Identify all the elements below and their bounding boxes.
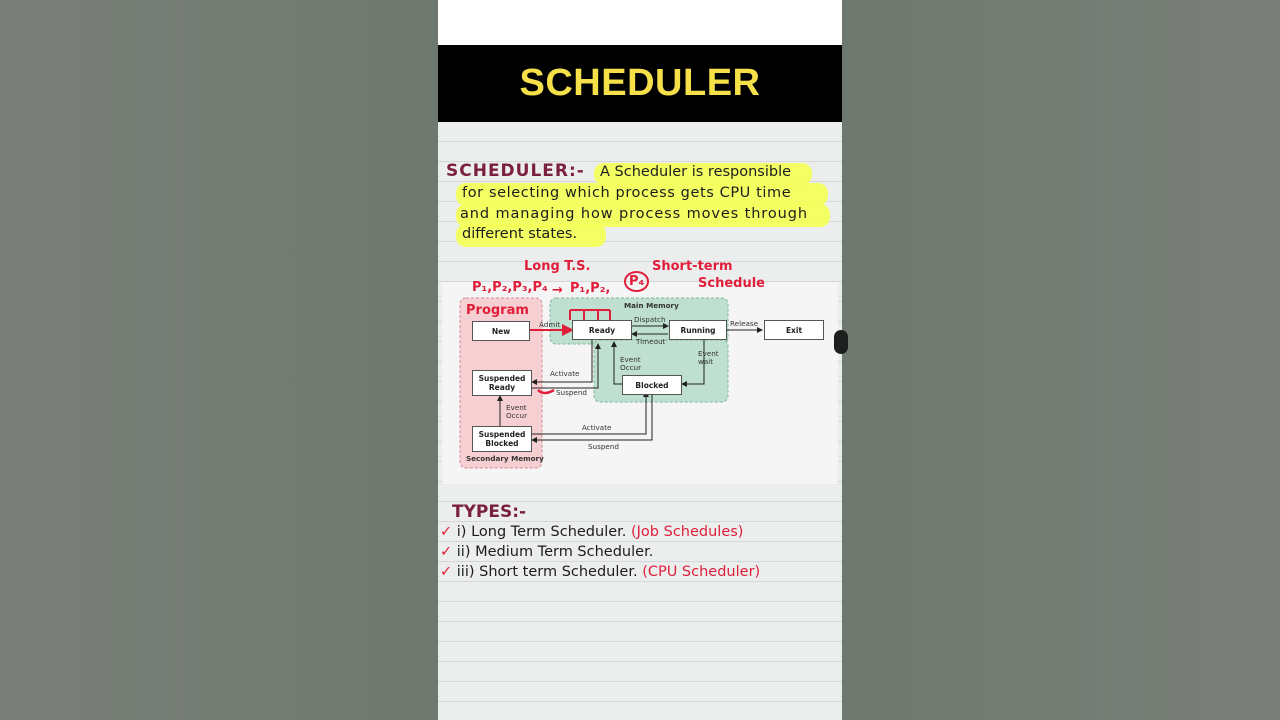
suspend-label-1: Suspend bbox=[556, 388, 587, 397]
type-item-3-text: Short term Scheduler. bbox=[479, 564, 638, 580]
annotation-program: Program bbox=[466, 303, 529, 318]
annotation-scheduler: Schedule bbox=[698, 276, 765, 291]
note-line-4: different states. bbox=[462, 226, 578, 242]
activate-label-1: Activate bbox=[550, 369, 580, 378]
banner-title: SCHEDULER bbox=[519, 62, 761, 104]
suspended-blocked-line-1: Suspended bbox=[478, 430, 526, 439]
highlight-3 bbox=[456, 204, 830, 227]
annotation-p4: P₄ bbox=[624, 271, 650, 292]
type-item-2-text: Medium Term Scheduler. bbox=[475, 544, 654, 560]
state-blocked: Blocked bbox=[622, 375, 682, 395]
highlight-1 bbox=[594, 163, 812, 185]
state-suspended-ready: Suspended Ready bbox=[472, 370, 532, 396]
event-wait-arrow bbox=[681, 338, 705, 387]
event-occur-secondary-line-1: Event bbox=[506, 403, 527, 412]
event-occur-line-2: Occur bbox=[620, 363, 642, 372]
red-queue-mark bbox=[569, 309, 611, 320]
right-background bbox=[842, 0, 1280, 720]
secondary-memory-label: Secondary Memory bbox=[466, 454, 544, 463]
note-line-3: and managing how process moves through bbox=[460, 206, 808, 222]
process-state-diagram: New Ready Running Exit Blocked Suspended… bbox=[442, 282, 838, 484]
event-wait-label: Event wait bbox=[698, 350, 719, 366]
event-occur-arrow bbox=[611, 341, 622, 385]
timeout-label: Timeout bbox=[636, 337, 666, 346]
type-item-1-note: (Job Schedules) bbox=[631, 524, 744, 540]
types-heading: TYPES:- bbox=[452, 502, 527, 522]
note-heading: SCHEDULER:- bbox=[446, 161, 585, 181]
check-icon: ✓ bbox=[440, 524, 453, 540]
event-occur-label: Event Occur bbox=[620, 356, 641, 372]
type-item-2: ✓ ii) Medium Term Scheduler. bbox=[440, 544, 653, 560]
type-item-1: ✓ i) Long Term Scheduler. (Job Schedules… bbox=[440, 524, 743, 540]
annotation-processes-ready: P₁,P₂, bbox=[570, 281, 611, 296]
activate-arrow-2 bbox=[532, 391, 649, 435]
check-icon: ✓ bbox=[440, 564, 453, 580]
note-line-2: for selecting which process gets CPU tim… bbox=[462, 185, 792, 201]
top-margin bbox=[438, 0, 842, 45]
suspended-blocked-line-2: Blocked bbox=[485, 439, 519, 448]
annotation-long-ts: Long T.S. bbox=[524, 259, 591, 274]
note-line-1: A Scheduler is responsible bbox=[600, 164, 792, 180]
type-item-3-num: iii) bbox=[456, 564, 475, 580]
event-wait-line-1: Event bbox=[698, 349, 719, 358]
suspend-label-2: Suspend bbox=[588, 442, 619, 451]
check-icon: ✓ bbox=[440, 544, 453, 560]
annotation-processes-in: P₁,P₂,P₃,P₄ bbox=[472, 280, 548, 295]
scroll-handle[interactable] bbox=[834, 330, 848, 354]
type-item-3-note: (CPU Scheduler) bbox=[642, 564, 761, 580]
type-item-2-num: ii) bbox=[456, 544, 471, 560]
suspend-arrow-2 bbox=[531, 392, 653, 443]
type-item-3: ✓ iii) Short term Scheduler. (CPU Schedu… bbox=[440, 564, 760, 580]
state-suspended-blocked: Suspended Blocked bbox=[472, 426, 532, 452]
release-label: Release bbox=[730, 319, 759, 328]
admit-label: Admit bbox=[539, 320, 561, 329]
suspended-ready-line-2: Ready bbox=[488, 383, 516, 392]
left-background bbox=[0, 0, 438, 720]
event-occur-secondary-line-2: Occur bbox=[506, 411, 528, 420]
highlight-4 bbox=[456, 224, 606, 247]
title-banner: SCHEDULER bbox=[438, 45, 842, 122]
activate-label-2: Activate bbox=[582, 423, 612, 432]
event-occur-line-1: Event bbox=[620, 355, 641, 364]
state-running: Running bbox=[669, 320, 727, 340]
dispatch-label: Dispatch bbox=[634, 315, 666, 324]
suspend-arrow-1 bbox=[531, 340, 593, 385]
annotation-short-term: Short-term bbox=[652, 259, 733, 274]
state-ready: Ready bbox=[572, 320, 632, 340]
type-item-1-text: Long Term Scheduler. bbox=[471, 524, 627, 540]
main-memory-label: Main Memory bbox=[624, 301, 679, 310]
event-wait-line-2: wait bbox=[698, 357, 714, 366]
annotation-arrow: → bbox=[552, 283, 563, 298]
type-item-1-num: i) bbox=[456, 524, 467, 540]
activate-arrow-1 bbox=[532, 343, 601, 389]
event-occur-secondary-label: Event Occur bbox=[506, 404, 527, 420]
highlight-2 bbox=[456, 183, 828, 206]
red-mark-suspend bbox=[537, 388, 555, 395]
state-exit: Exit bbox=[764, 320, 824, 340]
suspended-ready-line-1: Suspended bbox=[478, 374, 526, 383]
state-new: New bbox=[472, 321, 530, 341]
